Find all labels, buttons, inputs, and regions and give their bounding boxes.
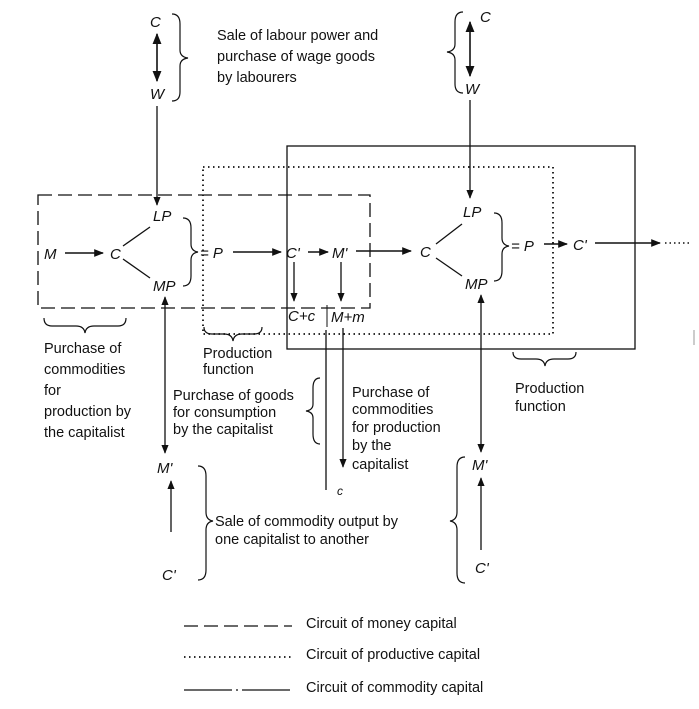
svg-text:Sale of commodity output by: Sale of commodity output by (215, 514, 399, 530)
symbol-mprime-bottom-left: M' (157, 460, 173, 477)
symbol-w-top-right: W (465, 81, 481, 98)
brace-sale-commodity-right (449, 456, 466, 584)
brace-top-right (446, 11, 464, 94)
symbol-w-top-left: W (150, 86, 166, 103)
svg-text:by labourers: by labourers (217, 70, 297, 86)
brace-purchase-goods (305, 377, 321, 445)
commodity-capital-circuit-box (286, 145, 636, 350)
brace-sale-commodity-left (197, 465, 214, 581)
svg-text:commodities: commodities (44, 362, 125, 378)
brace-lp-mp-1 (182, 217, 199, 287)
brace-top-left (171, 13, 189, 102)
label-purchase-left: Purchase of commodities for production b… (44, 341, 132, 441)
label-purchase-right: Purchase of commodities for production b… (352, 385, 441, 473)
symbol-mplusm: M+m (331, 309, 365, 326)
branch-c-mp-1 (122, 258, 151, 279)
symbol-small-c: c (337, 484, 343, 498)
svg-text:Production: Production (515, 381, 584, 397)
svg-text:Purchase of goods: Purchase of goods (173, 388, 294, 404)
symbol-p-2: = P (511, 238, 534, 255)
symbol-mprime-bottom-right: M' (472, 457, 488, 474)
label-sale-commodity: Sale of commodity output by one capitali… (215, 514, 399, 548)
svg-text:one capitalist to another: one capitalist to another (215, 532, 369, 548)
label-sale-labour: Sale of labour power and purchase of wag… (217, 28, 378, 86)
symbol-lp-2: LP (463, 204, 481, 221)
symbol-c-top-left: C (150, 14, 161, 31)
label-purchase-goods: Purchase of goods for consumption by the… (173, 388, 294, 438)
svg-text:production by: production by (44, 404, 132, 420)
legend-label-productive: Circuit of productive capital (306, 647, 480, 663)
underbrace-right (512, 351, 577, 367)
symbol-lp-1: LP (153, 208, 171, 225)
productive-capital-circuit-box (202, 166, 554, 335)
svg-text:function: function (515, 399, 566, 415)
svg-text:the capitalist: the capitalist (44, 425, 125, 441)
symbol-m: M (44, 246, 57, 263)
symbol-cprime-bottom-right: C' (475, 560, 490, 577)
underbrace-left (43, 317, 127, 334)
label-production-function-right: Production function (515, 381, 584, 415)
symbol-mp-1: MP (153, 278, 176, 295)
svg-text:capitalist: capitalist (352, 457, 408, 473)
symbol-mp-2: MP (465, 276, 488, 293)
branch-c-mp-2 (435, 257, 463, 277)
svg-text:for: for (44, 383, 61, 399)
svg-text:Purchase of: Purchase of (352, 385, 430, 401)
svg-text:commodities: commodities (352, 402, 433, 418)
svg-text:by the: by the (352, 438, 392, 454)
legend: Circuit of money capital Circuit of prod… (184, 616, 483, 696)
symbol-cprime-2: C' (573, 237, 588, 254)
symbol-c-2: C (420, 244, 431, 261)
svg-text:purchase of wage goods: purchase of wage goods (217, 49, 375, 65)
svg-text:Sale of labour power and: Sale of labour power and (217, 28, 378, 44)
symbol-cplusc: C+c (288, 308, 316, 325)
svg-text:function: function (203, 362, 254, 378)
brace-lp-mp-2 (493, 212, 510, 282)
symbol-c-1: C (110, 246, 121, 263)
symbol-c-top-right: C (480, 9, 491, 26)
svg-text:by the capitalist: by the capitalist (173, 422, 273, 438)
symbol-cprime-bottom-left: C' (162, 567, 177, 584)
symbol-mprime-1: M' (332, 245, 348, 262)
svg-text:Production: Production (203, 346, 272, 362)
branch-c-lp-1 (122, 226, 151, 247)
svg-text:Purchase of: Purchase of (44, 341, 122, 357)
svg-text:for production: for production (352, 420, 441, 436)
label-production-function-mid: Production function (203, 346, 272, 378)
legend-label-money: Circuit of money capital (306, 616, 457, 632)
underbrace-mid (203, 326, 263, 342)
symbol-p-1: = P (200, 245, 223, 262)
legend-label-commodity: Circuit of commodity capital (306, 680, 483, 696)
branch-c-lp-2 (435, 223, 463, 245)
svg-text:for consumption: for consumption (173, 405, 276, 421)
symbol-cprime-1: C' (286, 245, 301, 262)
